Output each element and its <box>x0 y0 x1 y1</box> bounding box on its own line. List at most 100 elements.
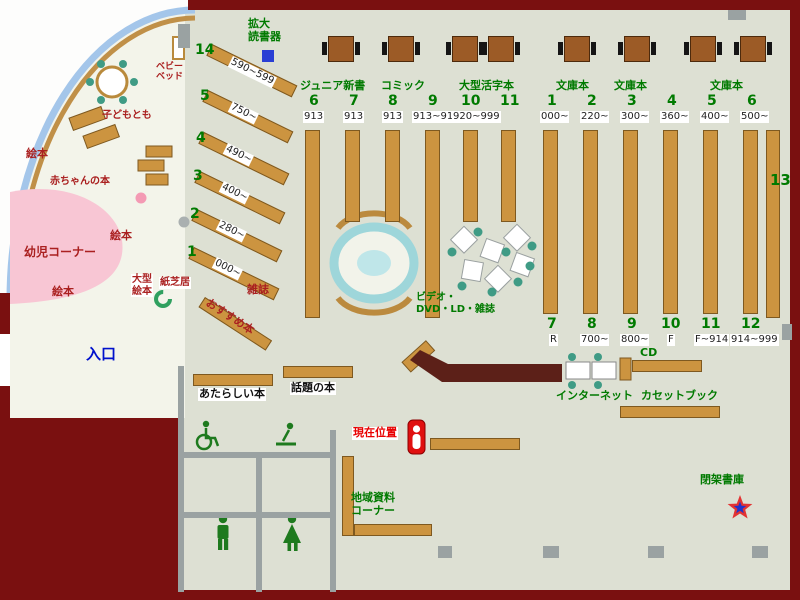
label-large-ehon: 大型 絵本 <box>131 274 153 297</box>
label-range-9a: 913~919 <box>412 111 461 123</box>
bookshelf <box>425 130 440 318</box>
label-range-10c: F <box>667 334 675 346</box>
label-video-dvd-ld-zasshi: ビデオ・ DVD・LD・雑誌 <box>416 292 496 315</box>
bookshelf <box>305 130 320 318</box>
closed-stacks-star <box>727 495 753 519</box>
entrance-opening <box>0 334 10 386</box>
label-kamishibai: 紙芝居 <box>159 277 191 289</box>
wall-segment <box>752 546 768 558</box>
chair-icon <box>767 42 772 55</box>
label-magnifier-reader: 拡大 読書器 <box>248 17 281 43</box>
label-range-11c: F~914 <box>694 334 730 346</box>
woman-toilet-icon <box>283 514 301 551</box>
bookshelf <box>623 130 638 314</box>
kids-round-table <box>86 60 138 104</box>
internet-desks <box>565 353 632 389</box>
bookshelf <box>543 130 558 314</box>
label-range-12c: 914~999 <box>730 334 779 346</box>
chair-icon <box>482 42 487 55</box>
bookshelf <box>620 406 720 418</box>
label-shelf-10c: 10 <box>661 316 681 332</box>
wall-segment <box>648 546 664 558</box>
infant-area-pink <box>10 189 123 304</box>
bookshelf <box>430 438 520 450</box>
label-topic-books: 話題の本 <box>290 381 336 395</box>
chair-icon <box>651 42 656 55</box>
decor-dots <box>135 192 190 228</box>
back-room-block <box>6 418 182 594</box>
wall-segment <box>178 24 190 48</box>
reading-table <box>734 36 772 62</box>
label-current-location: 現在位置 <box>352 426 398 440</box>
label-range-7a: 913 <box>343 111 365 123</box>
label-range-6a: 913 <box>303 111 325 123</box>
bookshelf <box>501 130 516 222</box>
wall-segment <box>178 366 184 592</box>
bookshelf <box>345 130 360 222</box>
label-shelf-7c: 7 <box>547 316 557 332</box>
reading-table <box>618 36 656 62</box>
label-bunkobon-1: 文庫本 <box>556 79 589 92</box>
bookshelf <box>583 130 598 314</box>
label-shelf-3d: 3 <box>193 168 203 184</box>
bookshelf <box>354 524 432 536</box>
label-infant-corner: 幼児コーナー <box>24 245 97 259</box>
label-range-8c: 700~ <box>580 334 610 346</box>
label-range-5b: 400~ <box>700 111 730 123</box>
exterior-area <box>0 0 195 300</box>
label-bunkobon-2: 文庫本 <box>614 79 647 92</box>
kids-tables <box>68 105 121 150</box>
bookshelf <box>703 130 718 314</box>
label-shelf-2b: 2 <box>587 93 597 109</box>
label-ehon-3: 絵本 <box>52 285 74 298</box>
label-shelf-1d: 1 <box>187 244 197 260</box>
wall-segment <box>438 546 452 558</box>
wheelchair-icon <box>195 420 220 451</box>
baby-care-icon <box>276 422 296 446</box>
label-shelf-11c: 11 <box>701 316 721 332</box>
label-range-6b: 500~ <box>740 111 770 123</box>
reading-table <box>446 36 484 62</box>
label-shelf-1b: 1 <box>547 93 557 109</box>
wall-segment <box>330 430 336 592</box>
bookshelf <box>193 374 273 386</box>
chair-icon <box>558 42 563 55</box>
chair-icon <box>355 42 360 55</box>
label-range-8a: 913 <box>382 111 404 123</box>
label-baby-books: 赤ちゃんの本 <box>50 176 110 187</box>
wall-segment <box>782 324 792 340</box>
label-new-books: あたらしい本 <box>198 387 266 401</box>
reading-table <box>684 36 722 62</box>
wall-segment <box>543 546 559 558</box>
reading-table <box>482 36 520 62</box>
label-shelf-5b: 5 <box>707 93 717 109</box>
label-shelf-8c: 8 <box>587 316 597 332</box>
label-magazines: 雑誌 <box>247 283 269 296</box>
wall-segment <box>728 10 746 20</box>
label-ehon-1: 絵本 <box>26 147 48 160</box>
wall-left <box>0 293 10 600</box>
chair-icon <box>618 42 623 55</box>
chair-icon <box>382 42 387 55</box>
label-range-4b: 360~ <box>660 111 690 123</box>
bookshelf <box>663 130 678 314</box>
label-shelf-8a: 8 <box>388 93 398 109</box>
label-shelf-12c: 12 <box>741 316 761 332</box>
label-cd: CD <box>640 346 658 359</box>
label-ehon-2: 絵本 <box>110 229 132 242</box>
label-kodomo-tomo: 子どもとも <box>102 110 152 121</box>
label-junior-shinsho: ジュニア新書 <box>300 79 366 92</box>
bookshelf <box>342 456 354 536</box>
chair-icon <box>415 42 420 55</box>
label-local-materials-corner: 地域資料 コーナー <box>351 491 395 517</box>
label-shelf-5d: 5 <box>200 88 210 104</box>
play-ring <box>154 290 172 308</box>
label-large-print-books: 大型活字本 <box>459 79 514 92</box>
reading-table <box>558 36 596 62</box>
label-range-7c: R <box>549 334 558 346</box>
bookshelf <box>385 130 400 222</box>
wall-right <box>790 0 800 600</box>
bookshelf <box>463 130 478 222</box>
